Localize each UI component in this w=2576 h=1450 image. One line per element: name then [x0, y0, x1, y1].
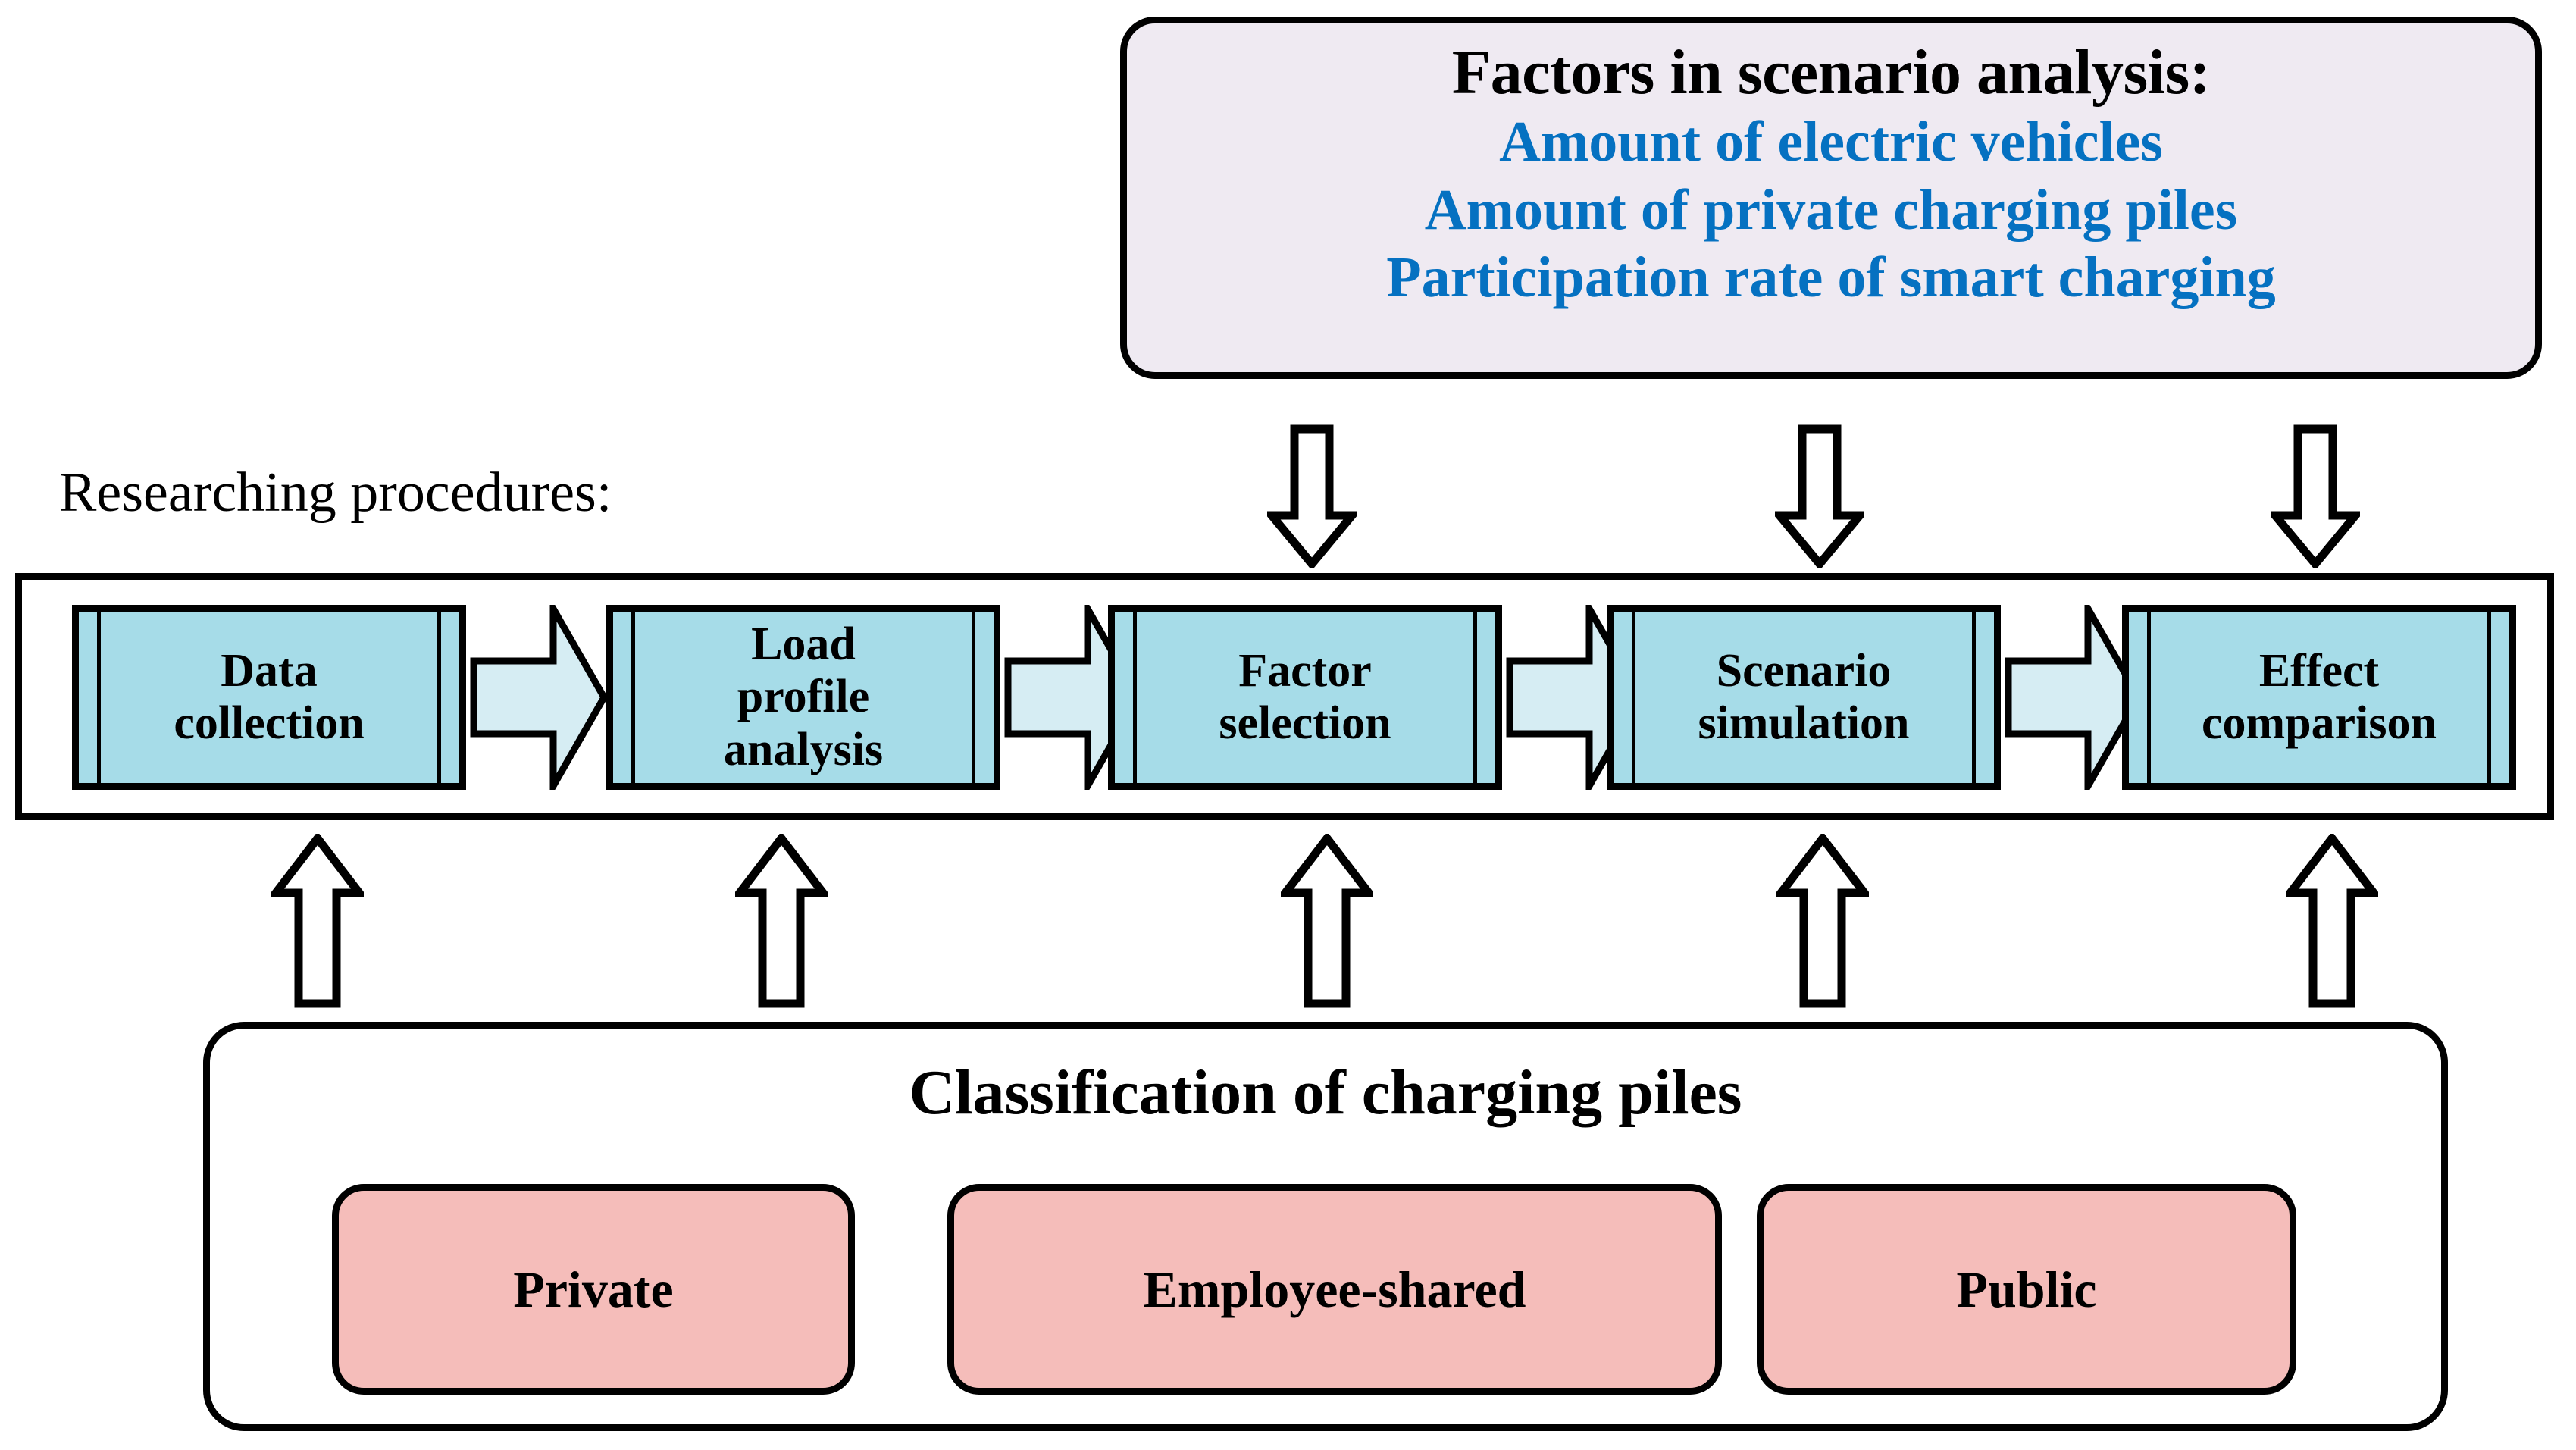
researching-procedures-label: Researching procedures:: [59, 462, 612, 524]
chevron-right-icon-3: [2005, 605, 2142, 790]
arrow-up-icon-0: [271, 834, 364, 1008]
factors-panel-title: Factors in scenario analysis:: [1451, 37, 2211, 108]
factor-item-1: Amount of private charging piles: [1424, 177, 2238, 242]
arrow-up-icon-1: [735, 834, 828, 1008]
arrow-down-icon-2: [2271, 424, 2360, 568]
arrow-down-icon-1: [1775, 424, 1864, 568]
arrow-down-icon-0: [1267, 424, 1357, 568]
chevron-right-icon-0: [470, 605, 608, 790]
arrow-up-icon-2: [1281, 834, 1373, 1008]
factor-item-0: Amount of electric vehicles: [1499, 110, 2163, 174]
pile-type-private[interactable]: Private: [332, 1184, 855, 1395]
arrow-up-icon-4: [2286, 834, 2378, 1008]
pile-type-label: Employee-shared: [1143, 1260, 1526, 1318]
pile-type-label: Private: [513, 1260, 674, 1318]
classification-panel-title: Classification of charging piles: [909, 1057, 1742, 1128]
arrow-up-icon-3: [1776, 834, 1869, 1008]
pile-type-label: Public: [1956, 1260, 2097, 1318]
factor-item-2: Participation rate of smart charging: [1386, 246, 2276, 310]
pile-type-public[interactable]: Public: [1757, 1184, 2296, 1395]
pile-type-employee-shared[interactable]: Employee-shared: [947, 1184, 1722, 1395]
factors-panel: Factors in scenario analysis: Amount of …: [1120, 17, 2542, 379]
